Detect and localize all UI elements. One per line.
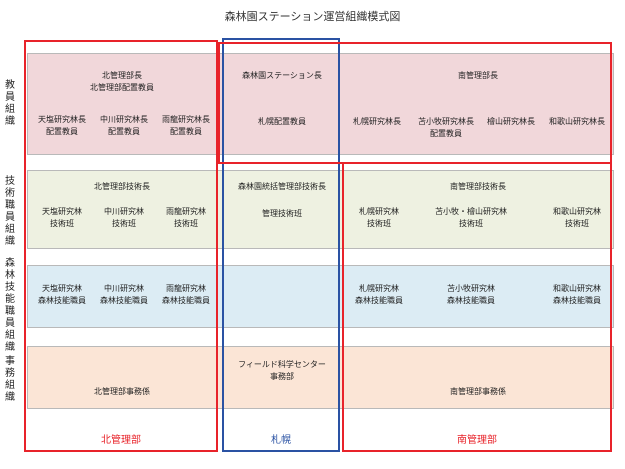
tech-north-item: 中川研究林 技術班 bbox=[104, 207, 144, 228]
teaching-south-item: 苫小牧研究林長 配置教員 bbox=[418, 117, 474, 138]
tech-south-head: 南管理部技術長 bbox=[450, 182, 506, 191]
tech-center-item: 管理技術班 bbox=[262, 209, 302, 218]
sapporo-frame-label: 札幌 bbox=[271, 435, 291, 446]
office-band bbox=[27, 346, 614, 409]
south-frame-label: 南管理部 bbox=[457, 435, 497, 446]
teaching-north-item: 雨龍研究林長 配置教員 bbox=[162, 115, 210, 136]
tech-north-item: 雨龍研究林 技術班 bbox=[166, 207, 206, 228]
teaching-band bbox=[27, 53, 614, 155]
teaching-north-item: 中川研究林長 配置教員 bbox=[100, 115, 148, 136]
office-south: 南管理部事務係 bbox=[450, 387, 506, 396]
forest-south-item: 和歌山研究林 森林技能職員 bbox=[553, 284, 601, 305]
sapporo-frame bbox=[222, 38, 340, 452]
row-label-forest: 森 林 技 能 職 員 組 織 bbox=[5, 258, 15, 353]
teaching-south-item: 檜山研究林長 bbox=[487, 117, 535, 126]
forest-band bbox=[27, 265, 614, 328]
south-upper-frame bbox=[218, 42, 612, 164]
north-frame bbox=[24, 40, 218, 452]
tech-center-head: 森林園統括管理部技術長 bbox=[238, 182, 326, 191]
south-lower-frame bbox=[342, 162, 612, 452]
teaching-south-item: 和歌山研究林長 bbox=[549, 117, 605, 126]
teaching-south-head: 南管理部長 bbox=[458, 71, 498, 80]
tech-north-head: 北管理部技術長 bbox=[94, 182, 150, 191]
forest-north-item: 天塩研究林 森林技能職員 bbox=[38, 284, 86, 305]
row-label-teaching: 教 員 組 織 bbox=[5, 80, 15, 127]
forest-south-item: 苫小牧研究林 森林技能職員 bbox=[447, 284, 495, 305]
north-frame-label: 北管理部 bbox=[101, 435, 141, 446]
tech-band bbox=[27, 170, 614, 249]
tech-south-item: 苫小牧・檜山研究林 技術班 bbox=[435, 207, 507, 228]
tech-south-item: 和歌山研究林 技術班 bbox=[553, 207, 601, 228]
teaching-south-item: 札幌研究林長 bbox=[353, 117, 401, 126]
row-label-tech: 技 術 職 員 組 織 bbox=[5, 176, 15, 247]
office-center: フィールド科学センター 事務部 bbox=[238, 360, 326, 381]
tech-south-item: 札幌研究林 技術班 bbox=[359, 207, 399, 228]
row-label-office: 事 務 組 織 bbox=[5, 356, 15, 403]
teaching-north-head: 北管理部長 北管理部配置教員 bbox=[90, 71, 154, 92]
forest-south-item: 札幌研究林 森林技能職員 bbox=[355, 284, 403, 305]
sapporo-teachers: 札幌配置教員 bbox=[258, 117, 306, 126]
station-head: 森林園ステーション長 bbox=[242, 71, 322, 80]
forest-north-item: 中川研究林 森林技能職員 bbox=[100, 284, 148, 305]
tech-north-item: 天塩研究林 技術班 bbox=[42, 207, 82, 228]
forest-north-item: 雨龍研究林 森林技能職員 bbox=[162, 284, 210, 305]
diagram-title: 森林園ステーション運営組織模式図 bbox=[224, 10, 401, 23]
teaching-north-item: 天塩研究林長 配置教員 bbox=[38, 115, 86, 136]
office-north: 北管理部事務係 bbox=[94, 387, 150, 396]
